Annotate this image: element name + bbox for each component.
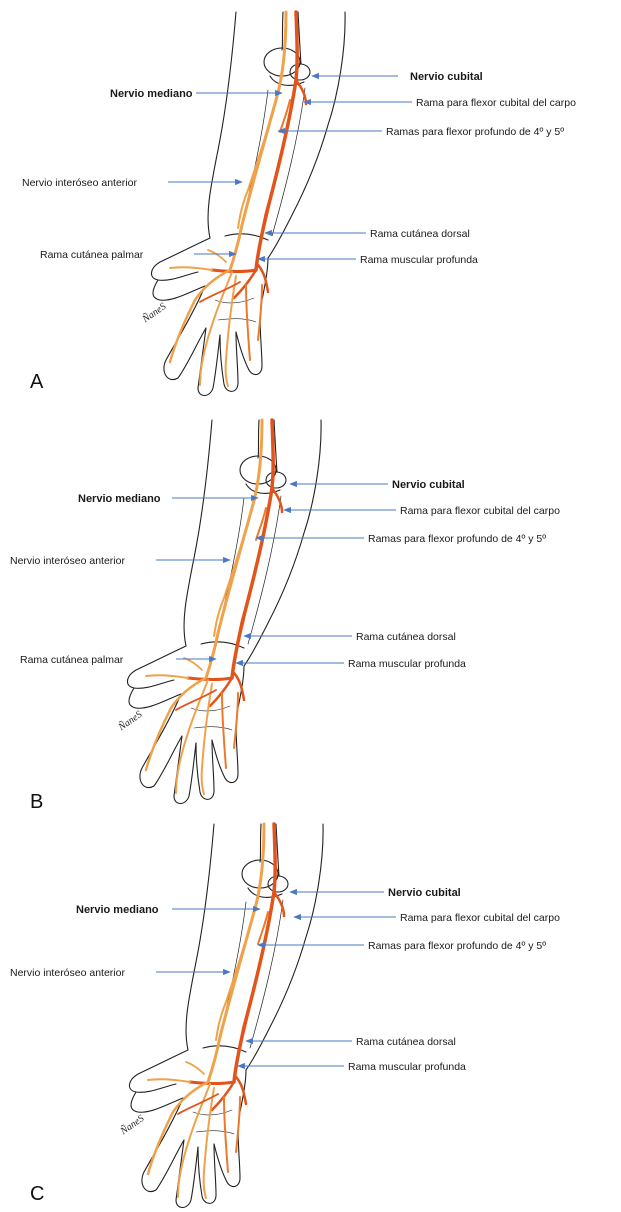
label-nervio-cubital-b: Nervio cubital <box>392 479 465 491</box>
label-cutanea-dorsal-b: Rama cutánea dorsal <box>356 631 456 643</box>
panel-letter-c: C <box>30 1183 44 1205</box>
label-muscular-profunda-c: Rama muscular profunda <box>348 1061 466 1073</box>
label-nervio-cubital-a: Nervio cubital <box>410 71 483 83</box>
arm-illustration-c: ÑaneS <box>117 824 323 1208</box>
label-cutanea-palmar-a: Rama cutánea palmar <box>40 249 144 261</box>
label-muscular-profunda-a: Rama muscular profunda <box>360 254 478 266</box>
panel-letter-a: A <box>30 371 44 393</box>
label-cutanea-dorsal-a: Rama cutánea dorsal <box>370 228 470 240</box>
arm-illustration-a: ÑaneS <box>139 12 345 396</box>
label-rama-flexor-cubital-a: Rama para flexor cubital del carpo <box>416 97 576 109</box>
label-muscular-profunda-b: Rama muscular profunda <box>348 658 466 670</box>
label-nervio-mediano-c: Nervio mediano <box>76 904 159 916</box>
signature-b: ÑaneS <box>115 708 144 733</box>
panel-c: ÑaneS Nervio cubital Nervio mediano Rama… <box>10 824 560 1208</box>
signature-a: ÑaneS <box>139 300 168 325</box>
label-rama-flexor-cubital-b: Rama para flexor cubital del carpo <box>400 505 560 517</box>
label-interoseo-b: Nervio interóseo anterior <box>10 555 125 567</box>
label-nervio-mediano-a: Nervio mediano <box>110 88 193 100</box>
label-interoseo-c: Nervio interóseo anterior <box>10 967 125 979</box>
panel-a: ÑaneS Nervio cubital Nervio mediano Rama… <box>22 12 576 396</box>
label-cutanea-dorsal-c: Rama cutánea dorsal <box>356 1036 456 1048</box>
label-rama-flexor-cubital-c: Rama para flexor cubital del carpo <box>400 912 560 924</box>
label-nervio-cubital-c: Nervio cubital <box>388 887 461 899</box>
panel-letter-b: B <box>30 791 43 813</box>
label-nervio-mediano-b: Nervio mediano <box>78 493 161 505</box>
label-interoseo-a: Nervio interóseo anterior <box>22 177 137 189</box>
arm-illustration-b: ÑaneS <box>115 420 321 804</box>
panel-b: ÑaneS Nervio cubital Nervio mediano Rama… <box>10 420 560 813</box>
label-ramas-flexor-profundo-b: Ramas para flexor profundo de 4º y 5º <box>368 533 546 545</box>
label-cutanea-palmar-b: Rama cutánea palmar <box>20 654 124 666</box>
label-ramas-flexor-profundo-a: Ramas para flexor profundo de 4º y 5º <box>386 126 564 138</box>
label-ramas-flexor-profundo-c: Ramas para flexor profundo de 4º y 5º <box>368 940 546 952</box>
signature-c: ÑaneS <box>117 1112 146 1137</box>
